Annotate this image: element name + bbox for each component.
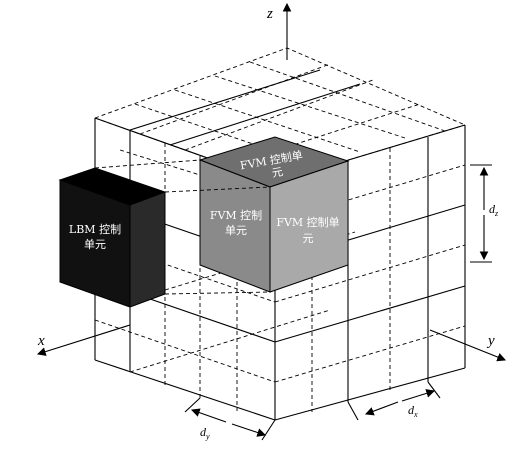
- lbm-label-line1: LBM 控制: [69, 222, 121, 236]
- dz-label: dz: [489, 202, 499, 218]
- fvm-front-label-line1: FVM 控制: [210, 208, 262, 222]
- dz-dimension: dz: [470, 164, 499, 263]
- lbm-control-cell: LBM 控制 单元: [58, 167, 167, 308]
- x-axis-label: x: [37, 333, 45, 349]
- z-axis: z: [266, 2, 292, 60]
- x-axis: x: [36, 324, 131, 356]
- dx-label: dx: [408, 403, 418, 419]
- dx-dimension: dx: [347, 381, 441, 421]
- fvm-side-label-line2: 元: [303, 232, 314, 245]
- fvm-front-label-line2: 单元: [225, 224, 247, 237]
- y-axis: y: [429, 329, 507, 362]
- lbm-label-line2: 单元: [84, 238, 106, 251]
- fvm-side-label-line1: FVM 控制单: [276, 215, 339, 229]
- fvm-control-cell: FVM 控制单 元 FVM 控制 单元 FVM 控制单 元: [198, 136, 350, 293]
- dy-dimension: dy: [184, 397, 276, 441]
- z-axis-label: z: [266, 6, 273, 22]
- cell-connectors: [94, 159, 271, 295]
- fvm-top-label-line2: 元: [271, 165, 284, 180]
- dy-label: dy: [200, 425, 210, 441]
- y-axis-label: y: [486, 333, 495, 349]
